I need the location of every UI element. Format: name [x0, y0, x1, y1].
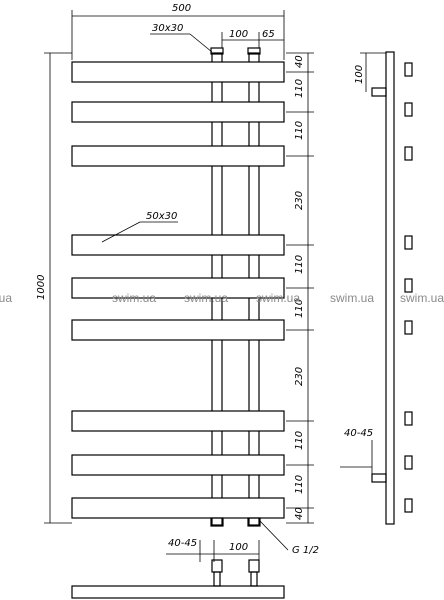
side-view-bar — [404, 320, 413, 335]
dim-segment: 110 — [294, 79, 305, 98]
towel-bar — [71, 101, 285, 123]
side-view-bar — [404, 455, 413, 470]
towel-bar — [71, 145, 285, 167]
collector-cap — [247, 517, 261, 527]
dim-segment: 110 — [294, 121, 305, 140]
towel-bar — [71, 319, 285, 341]
right-dimension-chain: 40 110 110 230 110 110 230 110 110 40 — [294, 55, 305, 520]
dim-bottom-spacing: 100 — [229, 542, 248, 553]
dim-side-offset: 100 — [354, 65, 365, 84]
side-view-bar — [404, 102, 413, 117]
dim-segment: 40 — [294, 55, 305, 68]
side-view-bar — [404, 62, 413, 77]
bottom-fitting-right — [248, 559, 260, 573]
watermark: swim.ua — [184, 291, 228, 305]
dim-connection-thread: G 1/2 — [292, 545, 319, 556]
watermark: swim.ua — [400, 291, 444, 305]
side-view-bar — [404, 235, 413, 250]
dim-segment: 110 — [294, 255, 305, 274]
wall-bracket-bottom — [371, 473, 387, 483]
collector-cap — [210, 517, 224, 527]
side-view-bar — [404, 411, 413, 426]
side-view-bar — [404, 498, 413, 513]
side-view-collector — [385, 51, 395, 525]
towel-bar — [71, 497, 285, 519]
bottom-fitting-left — [211, 559, 223, 573]
watermark: swim.ua — [0, 291, 12, 305]
side-view-bar — [404, 278, 413, 293]
watermark: swim.ua — [112, 291, 156, 305]
wall-bracket-top — [371, 87, 387, 97]
dim-segment: 230 — [294, 191, 305, 210]
towel-bar — [71, 61, 285, 83]
dim-overall-height: 1000 — [36, 275, 47, 300]
towel-bar — [71, 454, 285, 476]
dim-bar-size: 50x30 — [146, 211, 177, 222]
dim-segment: 40 — [294, 507, 305, 520]
dim-segment: 230 — [294, 367, 305, 386]
dim-segment: 110 — [294, 475, 305, 494]
towel-bar — [71, 410, 285, 432]
dim-segment: 110 — [294, 431, 305, 450]
dim-side-wall-gap: 40-45 — [344, 428, 373, 439]
collector-cap — [247, 47, 261, 55]
side-view-bar — [404, 146, 413, 161]
bottom-view-bar — [71, 585, 285, 599]
dim-tube-size: 30x30 — [152, 23, 183, 34]
dim-dist-65: 65 — [262, 29, 275, 40]
watermark: swim.ua — [330, 291, 374, 305]
dim-spacing-100: 100 — [229, 29, 248, 40]
towel-bar — [71, 277, 285, 299]
watermark-row: swim.ua swim.ua swim.ua swim.ua swim.ua … — [0, 291, 444, 305]
bottom-pipe-left — [213, 571, 221, 587]
dim-overall-width: 500 — [172, 3, 191, 14]
watermark: swim.ua — [256, 291, 300, 305]
dim-segment: 110 — [294, 299, 305, 318]
dim-bottom-wall-gap: 40-45 — [168, 538, 197, 549]
bottom-pipe-right — [250, 571, 258, 587]
towel-bar — [71, 234, 285, 256]
